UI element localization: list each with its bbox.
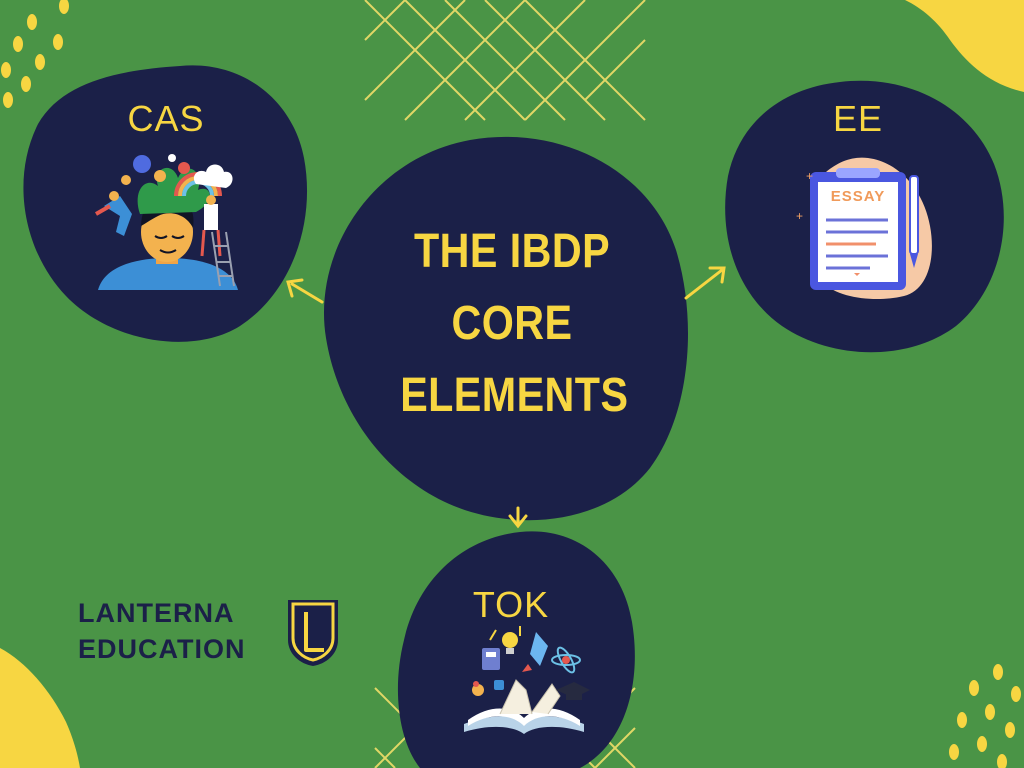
top-left-yellow-dots <box>1 0 69 108</box>
center-title-line-2: CORE <box>451 297 573 350</box>
center-title-line-3: ELEMENTS <box>400 369 629 422</box>
arrow-to-cas <box>290 282 324 304</box>
bottom-left-yellow-shape <box>0 648 80 768</box>
ee-label: EE <box>832 98 884 139</box>
center-title-line-1: THE IBDP <box>413 225 611 278</box>
essay-card-heading: ESSAY <box>830 188 886 205</box>
brand-name-line-2: EDUCATION <box>78 634 246 664</box>
center-blob <box>323 136 689 521</box>
cas-label: CAS <box>127 98 205 139</box>
svg-text:+: + <box>806 169 813 183</box>
tok-blob <box>397 531 635 768</box>
tok-label: TOK <box>472 584 550 625</box>
svg-text:+: + <box>796 209 803 223</box>
arrow-to-ee <box>684 268 724 300</box>
top-right-yellow-shape <box>905 0 1024 92</box>
bottom-right-yellow-dots <box>949 664 1021 768</box>
top-crosshatch-lines <box>364 0 646 121</box>
brand-name-line-1: LANTERNA <box>78 598 235 628</box>
